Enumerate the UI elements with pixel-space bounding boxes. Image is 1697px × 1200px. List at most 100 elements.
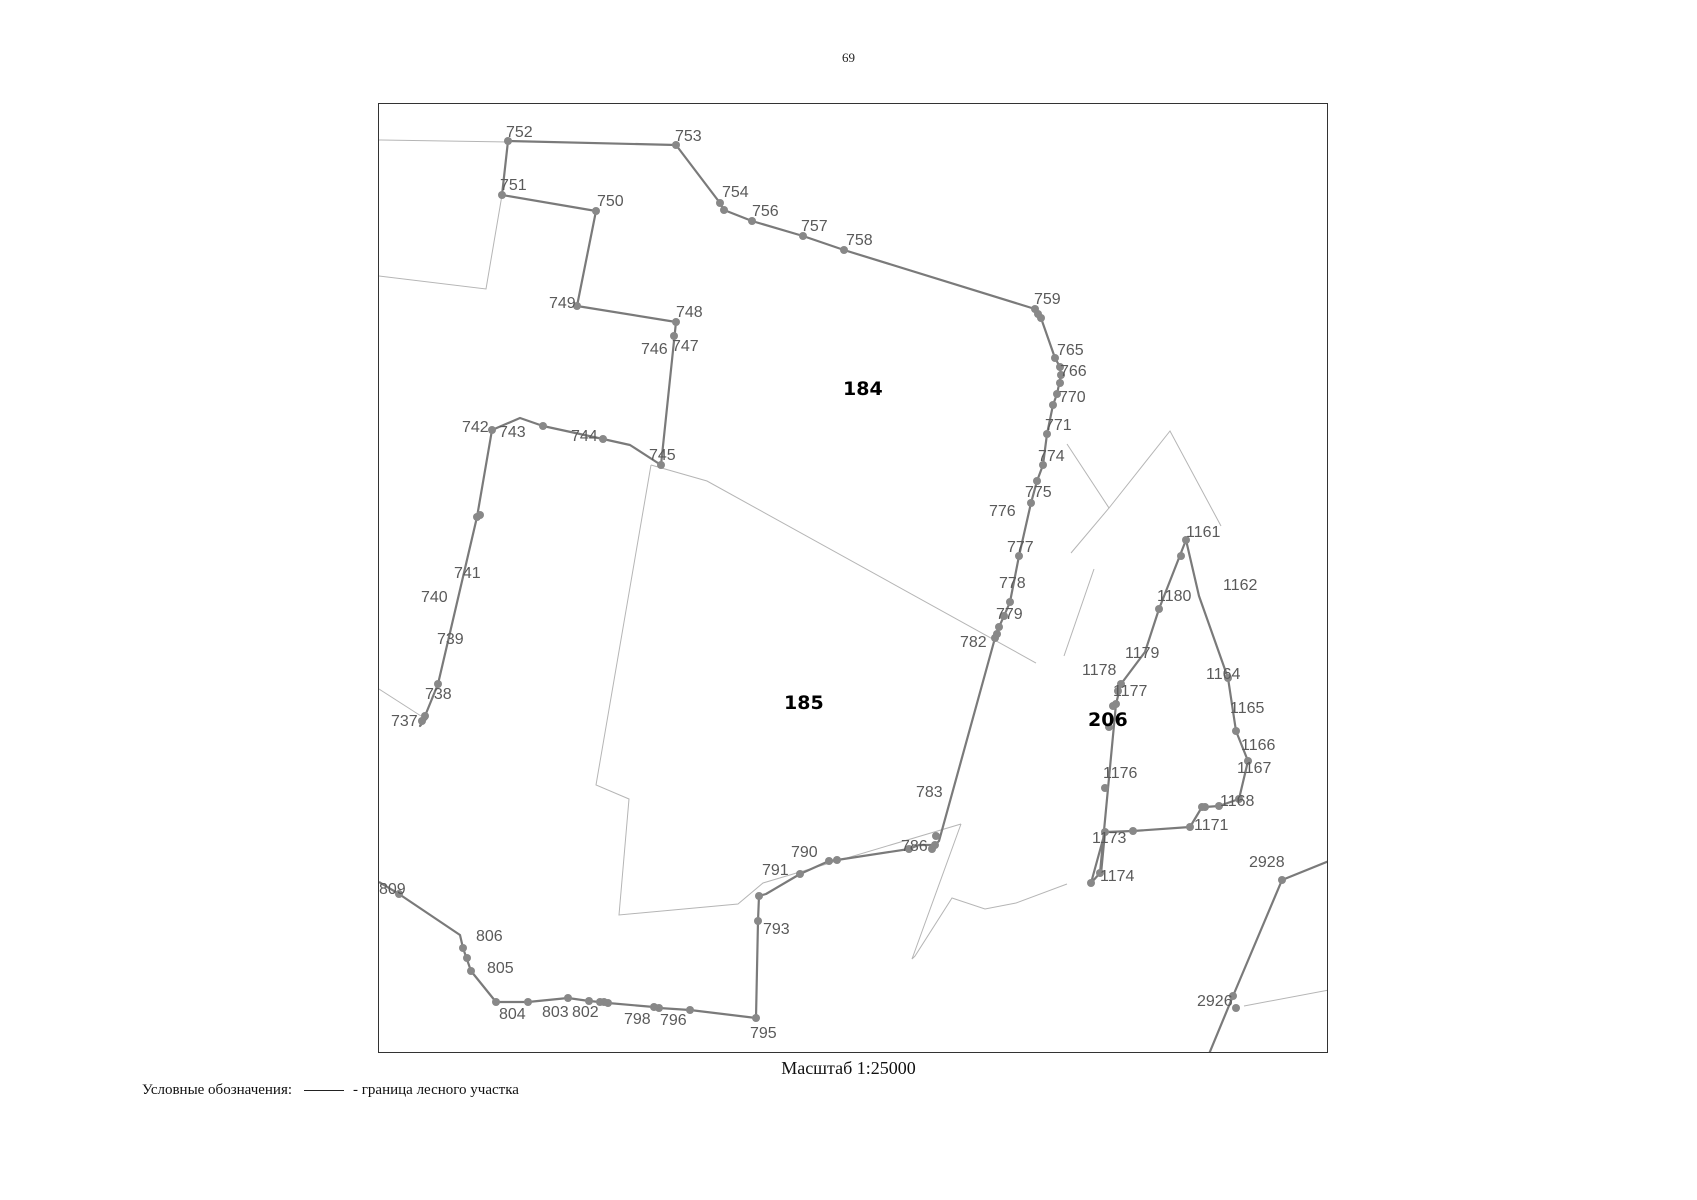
boundary-vertex: [1109, 702, 1117, 710]
boundary-vertex: [1057, 371, 1065, 379]
boundary-vertex: [754, 917, 762, 925]
boundary-vertex: [840, 246, 848, 254]
boundary-vertex: [1027, 499, 1035, 507]
boundary-vertex: [498, 191, 506, 199]
boundary-vertex: [1000, 612, 1008, 620]
point-label-1166: 1166: [1241, 737, 1276, 754]
point-label-749: 749: [549, 295, 576, 312]
boundary-vertex: [1101, 828, 1109, 836]
boundary-vertex: [825, 857, 833, 865]
page-number: 69: [842, 50, 855, 65]
boundary-vertex: [748, 217, 756, 225]
boundary-vertex: [592, 207, 600, 215]
point-label-1171: 1171: [1194, 817, 1229, 834]
boundary-vertex: [564, 994, 572, 1002]
bg-line-2: [379, 194, 503, 290]
boundary-vertices: [395, 137, 1286, 1022]
point-label-1180: 1180: [1157, 588, 1192, 605]
boundary-vertex: [599, 435, 607, 443]
boundary-vertex: [657, 461, 665, 469]
legend: Условные обозначения: - граница лесного …: [142, 1082, 519, 1099]
point-label-809: 809: [379, 881, 406, 898]
point-label-778: 778: [999, 575, 1026, 592]
boundary-vertex: [1198, 803, 1206, 811]
boundary-vertex: [1037, 314, 1045, 322]
boundary-vertex: [1182, 536, 1190, 544]
point-label-803: 803: [542, 1004, 569, 1021]
point-label-751: 751: [500, 177, 527, 194]
point-label-802: 802: [572, 1004, 599, 1021]
point-label-774: 774: [1038, 448, 1065, 465]
point-label-1161: 1161: [1186, 524, 1221, 541]
boundary-vertex: [395, 890, 403, 898]
point-label-756: 756: [752, 203, 779, 220]
point-label-804: 804: [499, 1006, 526, 1023]
boundary-vertex: [720, 206, 728, 214]
boundary-vertex: [467, 967, 475, 975]
boundary-vertex: [585, 997, 593, 1005]
boundary-vertex: [672, 141, 680, 149]
point-label-795: 795: [750, 1025, 777, 1042]
point-label-746: 746: [641, 341, 668, 358]
boundary-vertex: [716, 199, 724, 207]
boundary-vertex: [1229, 992, 1237, 1000]
point-label-790: 790: [791, 844, 818, 861]
boundary-vertex: [1129, 827, 1137, 835]
boundary-vertex: [488, 426, 496, 434]
legend-item-label: - граница лесного участка: [353, 1082, 519, 1098]
boundary-vertex: [799, 232, 807, 240]
point-label-739: 739: [437, 631, 464, 648]
point-label-1174: 1174: [1100, 868, 1135, 885]
bg-line-1: [379, 139, 510, 143]
point-label-748: 748: [676, 304, 703, 321]
boundary-vertex: [504, 137, 512, 145]
point-label-2926: 2926: [1197, 993, 1233, 1010]
boundary-vertex: [905, 845, 913, 853]
boundary-vertex: [995, 623, 1003, 631]
boundary-vertex: [1087, 879, 1095, 887]
background-parcel-lines: [379, 139, 1327, 1007]
boundary-vertex: [1051, 354, 1059, 362]
point-label-1162: 1162: [1223, 577, 1258, 594]
boundary-vertex: [492, 998, 500, 1006]
point-label-796: 796: [660, 1012, 687, 1029]
boundary-vertex: [833, 856, 841, 864]
point-label-1178: 1178: [1082, 662, 1117, 679]
boundary-vertex: [539, 422, 547, 430]
point-label-783: 783: [916, 784, 943, 801]
bg-line-5: [1066, 443, 1110, 554]
boundary-vertex: [1186, 823, 1194, 831]
boundary-vertex: [991, 634, 999, 642]
point-label-757: 757: [801, 218, 828, 235]
bg-line-10: [1243, 989, 1327, 1007]
plot-label-185: 185: [784, 692, 824, 714]
boundary-vertex: [796, 870, 804, 878]
point-label-759: 759: [1034, 291, 1061, 308]
boundary-vertex: [1049, 401, 1057, 409]
boundary-vertex: [928, 845, 936, 853]
point-label-793: 793: [763, 921, 790, 938]
boundary-vertex: [1114, 687, 1122, 695]
boundary-2928: [1208, 860, 1327, 1052]
point-label-791: 791: [762, 862, 789, 879]
point-label-776: 776: [989, 503, 1016, 520]
point-label-1173: 1173: [1092, 830, 1127, 847]
point-label-743: 743: [499, 424, 526, 441]
boundary-vertex: [473, 513, 481, 521]
boundary-vertex: [1101, 784, 1109, 792]
point-label-782: 782: [960, 634, 987, 651]
point-label-1176: 1176: [1103, 765, 1138, 782]
boundary-vertex: [1244, 757, 1252, 765]
plot-label-184: 184: [843, 378, 883, 400]
boundary-vertex: [596, 998, 604, 1006]
point-label-766: 766: [1060, 363, 1087, 380]
boundary-vertex: [1033, 477, 1041, 485]
point-label-805: 805: [487, 960, 514, 977]
point-label-775: 775: [1025, 484, 1052, 501]
boundary-vertex: [1015, 552, 1023, 560]
boundary-vertex: [1224, 674, 1232, 682]
point-label-737: 737: [391, 713, 418, 730]
